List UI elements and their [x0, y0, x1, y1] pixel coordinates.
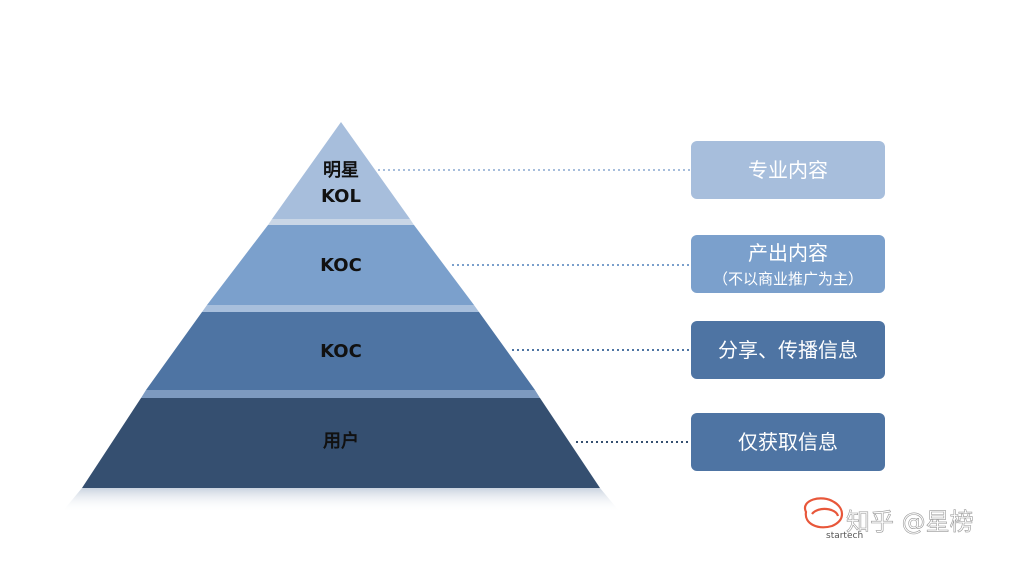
box-share-spread [691, 321, 885, 379]
box-4-text: 仅获取信息 [738, 430, 838, 454]
startech-logo: startech [803, 497, 863, 541]
pyramid-tier-2-edge [202, 305, 479, 312]
pyramid-tier-3-edge [141, 390, 540, 398]
pyramid-tier-3 [146, 312, 535, 390]
tier-4-label: 用户 [323, 430, 359, 452]
pyramid-tiers [82, 122, 600, 488]
box-only-consume [691, 413, 885, 471]
tier-2-label: KOC [320, 255, 362, 276]
pyramid-tier-2 [207, 225, 474, 305]
box-2-text-line-1: 产出内容 [748, 241, 828, 265]
box-1-text: 专业内容 [748, 158, 828, 182]
tier-3-label: KOC [320, 341, 362, 362]
pyramid-tier-1-edge [268, 219, 414, 225]
pyramid-tier-1 [272, 122, 410, 219]
tier-1-label-line-1: 明星 [323, 160, 359, 181]
box-3-text: 分享、传播信息 [718, 338, 858, 362]
pyramid-tier-4 [82, 398, 600, 488]
box-2-text-line-2: （不以商业推广为主） [713, 270, 863, 288]
box-professional-content [691, 141, 885, 199]
logo-swirl-icon [803, 497, 844, 529]
tier-1-label-line-2: KOL [321, 186, 361, 207]
box-produce-content [691, 235, 885, 293]
logo-text: startech [826, 531, 863, 541]
pyramid-reflection [62, 488, 620, 512]
zhihu-watermark: 知乎 @星榜 [846, 508, 974, 536]
